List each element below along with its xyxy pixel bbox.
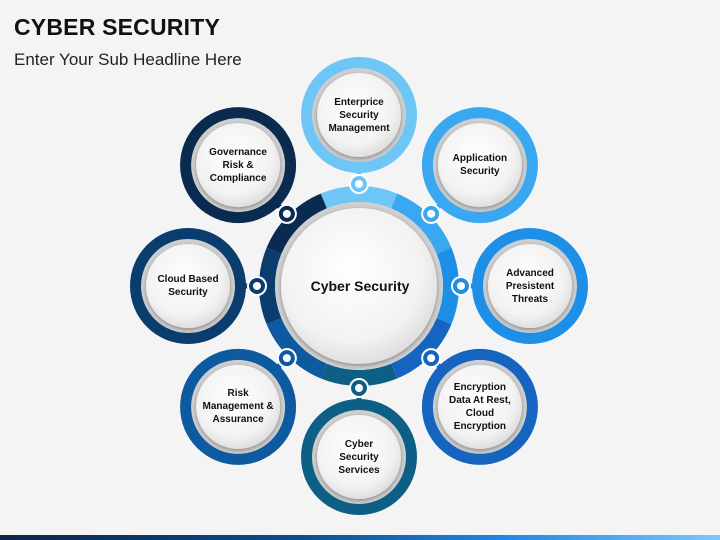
center-hub: [275, 202, 443, 370]
ring-segment: [436, 247, 459, 325]
connector-dot: [457, 282, 465, 290]
node-disc: [146, 244, 230, 328]
ring-segment: [259, 247, 282, 325]
node-disc: [437, 123, 522, 208]
footer-bar: [0, 535, 720, 540]
center-disc: [281, 208, 437, 364]
ring-segment: [391, 318, 452, 379]
node-circles: [130, 57, 588, 515]
node-disc: [196, 364, 281, 449]
node-label: Application Security: [452, 153, 508, 178]
node-label: Advanced Presistent Threats: [505, 267, 555, 305]
node-label: Risk Management & Assurance: [202, 388, 274, 426]
ring-segment: [266, 193, 327, 254]
center-label: Cyber Security: [310, 278, 410, 294]
ring-segment: [320, 363, 398, 386]
connector-dot: [282, 354, 291, 363]
node-label: Enterprice Security Management: [328, 96, 390, 134]
node-label: Cloud Based Security: [157, 274, 219, 298]
node-disc: [437, 364, 522, 449]
connectors: [244, 171, 474, 401]
node-disc: [317, 415, 401, 499]
ring-segment: [391, 193, 452, 254]
connector-dot: [427, 209, 436, 218]
connector-dot: [253, 282, 261, 290]
node-label: Encryption Data At Rest, Cloud Encryptio…: [448, 381, 511, 432]
node-disc: [488, 244, 572, 328]
node-label: Governance Risk & Compliance: [209, 146, 267, 184]
central-ring: [259, 186, 459, 386]
connector-dot: [355, 180, 363, 188]
connector-dot: [282, 209, 291, 218]
node-disc: [317, 73, 401, 157]
connector-dot: [427, 354, 436, 363]
connector-dot: [355, 384, 363, 392]
node-label: Cyber Security Services: [338, 438, 380, 476]
node-disc: [196, 123, 281, 208]
ring-segment: [266, 318, 327, 379]
ring-segment: [320, 186, 398, 209]
page-title: CYBER SECURITY: [14, 14, 220, 40]
page-subtitle: Enter Your Sub Headline Here: [14, 50, 242, 69]
